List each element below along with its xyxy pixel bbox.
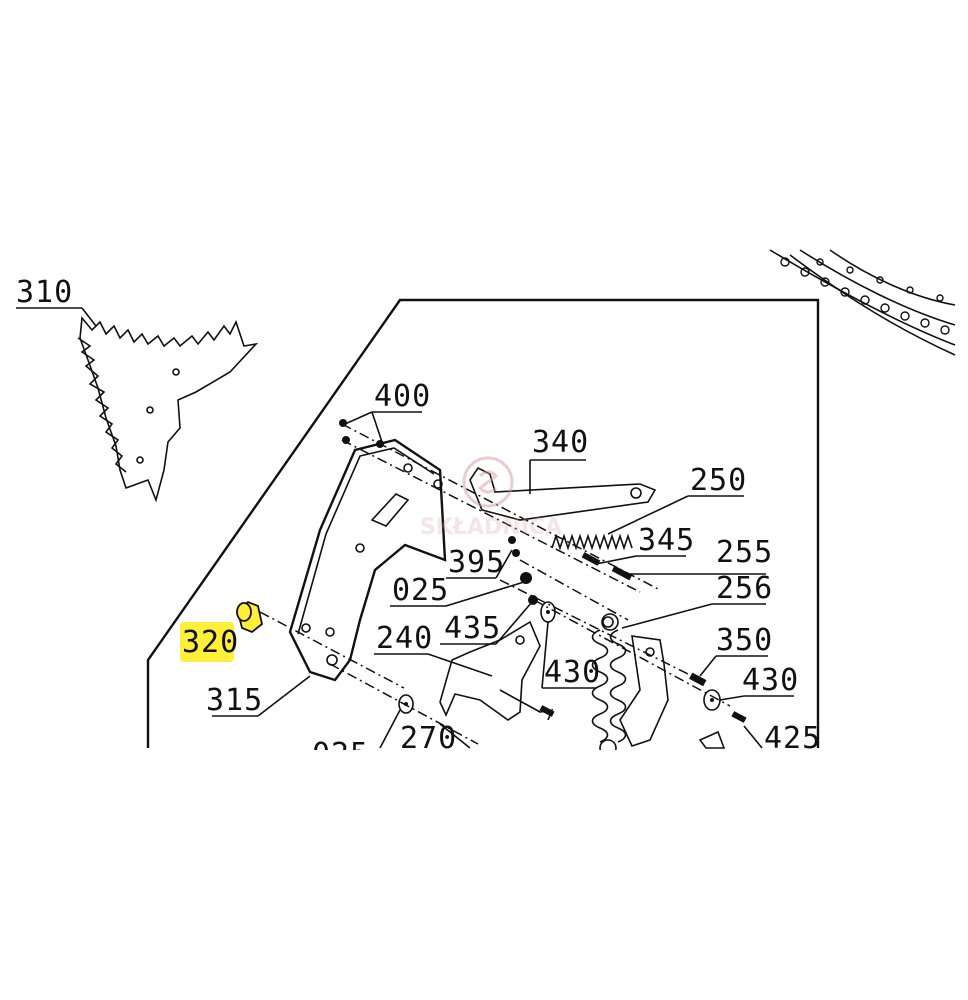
label-256: 256 <box>716 571 773 606</box>
label-350: 350 <box>716 623 773 658</box>
part-labels: 310 400 340 250 345 255 256 395 025 435 … <box>16 275 820 772</box>
lever-arm-340 <box>469 459 657 521</box>
label-435: 435 <box>444 611 501 646</box>
label-240: 240 <box>376 621 433 656</box>
assembly-axes <box>259 423 731 745</box>
watermark-logo: SKŁADNICA <box>420 456 562 540</box>
label-320: 320 <box>182 625 239 660</box>
watermark-text: SKŁADNICA <box>420 515 562 540</box>
label-345: 345 <box>638 523 695 558</box>
side-arm <box>619 635 726 749</box>
label-400: 400 <box>374 379 431 414</box>
label-310: 310 <box>16 275 73 310</box>
label-highlight-320 <box>180 622 234 662</box>
rotor-drum <box>769 249 956 356</box>
label-255: 255 <box>716 535 773 570</box>
label-430: 430 <box>544 655 601 690</box>
label-250: 250 <box>690 463 747 498</box>
spring-250 <box>551 495 744 551</box>
label-315: 315 <box>206 683 263 718</box>
knife-310 <box>16 307 259 503</box>
label-395: 395 <box>448 545 505 580</box>
label-430-right: 430 <box>742 663 799 698</box>
leader-lines <box>344 411 794 749</box>
crop-cover <box>0 750 968 1000</box>
bracket-plate-315 <box>212 438 447 717</box>
fasteners <box>339 419 747 723</box>
label-340: 340 <box>532 425 589 460</box>
detail-frame <box>146 298 820 748</box>
label-025: 025 <box>392 573 449 608</box>
